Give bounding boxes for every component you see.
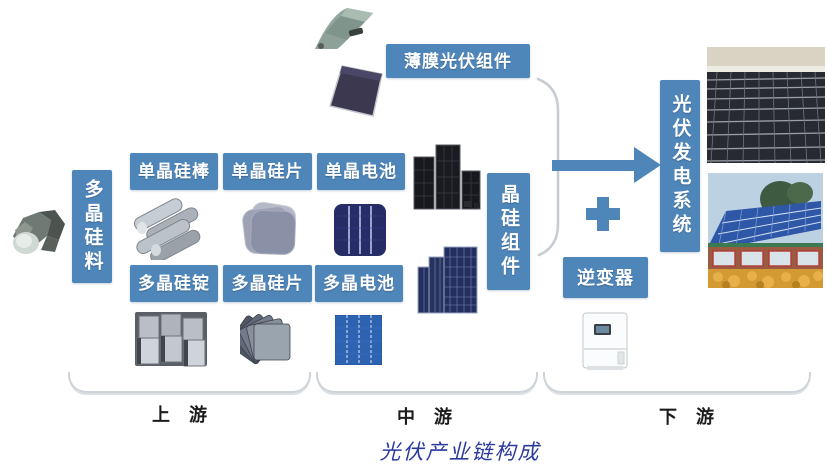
rooftop-pv-photo bbox=[708, 173, 823, 288]
plus-vertical-bar bbox=[597, 197, 609, 231]
upstream-brace bbox=[68, 372, 311, 393]
downstream-brace bbox=[543, 372, 811, 393]
polysilicon-chunks-photo bbox=[5, 200, 69, 264]
inverter-device-photo bbox=[582, 312, 628, 372]
label-thin-film-module: 薄膜光伏组件 bbox=[386, 44, 530, 78]
label-pv-power-system: 光伏发电系统 bbox=[660, 80, 700, 252]
upstream-label: 上 游 bbox=[151, 405, 214, 425]
poly-silicon-ingots-photo bbox=[135, 308, 207, 370]
downstream-label: 下 游 bbox=[658, 407, 721, 427]
arrow-right-head-icon bbox=[634, 147, 661, 183]
diagram-caption: 光伏产业链构成 bbox=[379, 440, 541, 464]
mono-modules-photo bbox=[412, 143, 483, 213]
midstream-label: 中 游 bbox=[396, 407, 459, 427]
poly-silicon-wafers-photo bbox=[240, 308, 298, 370]
mono-silicon-rods-photo bbox=[130, 198, 208, 260]
midstream-brace bbox=[316, 372, 538, 393]
poly-modules-photo bbox=[417, 245, 478, 315]
ground-solar-farm-photo bbox=[707, 47, 825, 163]
label-poly-silicon-ingot: 多晶硅锭 bbox=[130, 265, 218, 302]
plus-icon bbox=[586, 197, 620, 231]
label-mono-silicon-wafer: 单晶硅片 bbox=[223, 153, 312, 190]
thin-film-panel-photo bbox=[328, 62, 387, 120]
mono-silicon-wafers-photo bbox=[238, 198, 303, 260]
label-crystalline-silicon-module: 晶硅组件 bbox=[487, 173, 530, 290]
label-mono-cell: 单晶电池 bbox=[317, 153, 405, 190]
arrow-right-icon bbox=[552, 160, 636, 171]
poly-cell-photo bbox=[335, 315, 382, 365]
label-mono-silicon-rod: 单晶硅棒 bbox=[130, 153, 218, 190]
label-inverter: 逆变器 bbox=[563, 257, 648, 298]
label-poly-silicon-material: 多晶硅料 bbox=[72, 170, 112, 283]
mono-cell-photo bbox=[332, 202, 388, 258]
label-poly-cell: 多晶电池 bbox=[315, 265, 403, 302]
label-poly-silicon-wafer: 多晶硅片 bbox=[223, 265, 312, 302]
flexible-thin-film-panel-photo bbox=[307, 3, 383, 55]
